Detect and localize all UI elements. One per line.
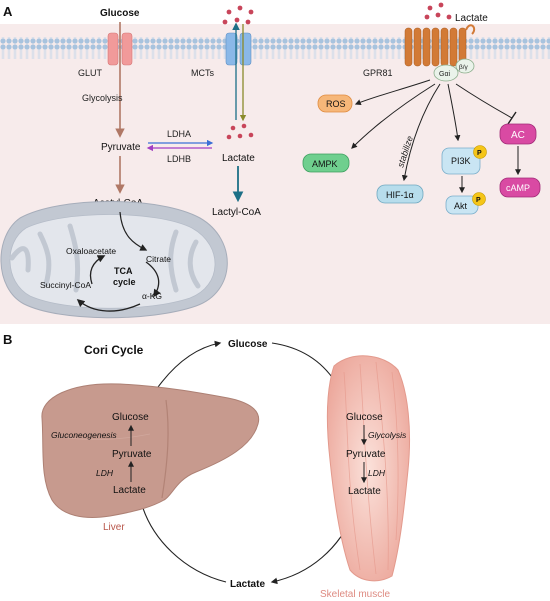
- lactate-molecules-intracellular: [226, 123, 254, 140]
- pi3k-phospho-label: P: [477, 150, 482, 157]
- muscle-glycolysis-label: Glycolysis: [368, 430, 407, 440]
- alpha-kg-label: α-KG: [142, 291, 162, 301]
- lactate-bottom-label: Lactate: [230, 579, 265, 590]
- tca-cycle-arrow-left: [89, 255, 106, 285]
- glut-transporter: [107, 32, 133, 66]
- muscle-lactate-label: Lactate: [348, 486, 381, 497]
- arrow-to-hif: [401, 83, 441, 182]
- acetyl-coa-to-citrate-arrow: [119, 211, 148, 251]
- ldhb-label: LDHB: [167, 154, 191, 164]
- mitochondrion: [0, 201, 228, 319]
- panel-b-letter: B: [3, 332, 12, 347]
- citrate-label: Citrate: [146, 254, 171, 264]
- muscle-ldh-label: LDH: [368, 468, 386, 478]
- ampk-label: AMPK: [312, 159, 338, 169]
- akt-phospho-badge: [472, 192, 486, 206]
- ac-box: [499, 123, 537, 145]
- cell-membrane: [0, 37, 550, 59]
- liver-pyruvate-label: Pyruvate: [112, 449, 152, 460]
- oxaloacetate-label: Oxaloacetate: [66, 246, 116, 256]
- arrow-to-ros: [354, 79, 431, 106]
- succinyl-coa-label: Succinyl-CoA: [40, 280, 91, 290]
- muscle-pyruvate-label: Pyruvate: [346, 449, 386, 460]
- ampk-box: [302, 153, 350, 173]
- camp-box: [499, 177, 541, 198]
- muscle-glucose-label: Glucose: [346, 412, 383, 423]
- lactate-molecules-extracellular-gpr81: [424, 2, 452, 20]
- camp-label: cAMP: [506, 183, 530, 193]
- gpr81-label: GPR81: [363, 68, 393, 78]
- ros-box: [317, 94, 353, 113]
- arrow-to-ampk: [351, 83, 436, 149]
- glut-label: GLUT: [78, 68, 103, 78]
- pyruvate-label: Pyruvate: [101, 142, 141, 153]
- panel-a-letter: A: [3, 4, 13, 19]
- lactyl-coa-label: Lactyl-CoA: [212, 207, 261, 218]
- inhibit-ac-bar: [507, 111, 517, 125]
- mcts-label: MCTs: [191, 68, 214, 78]
- hif-label: HIF-1α: [386, 190, 414, 200]
- lactate-extracellular-label: Lactate: [455, 13, 488, 24]
- g-alpha-i-label: Gαi: [439, 71, 450, 78]
- beta-gamma-label: β/γ: [459, 64, 469, 71]
- tca-cycle-label-line1: TCA: [114, 266, 133, 276]
- gpr81-receptor: [404, 24, 476, 67]
- pi3k-label: PI3K: [451, 156, 471, 166]
- liver-illustration: [41, 383, 260, 518]
- cycle-arrow-lactate-to-liver: [138, 496, 227, 583]
- gluconeogenesis-label: Gluconeogenesis: [51, 430, 117, 440]
- panel-a: A Glucose GLUT MCTs Glycolysis Pyruvate: [0, 2, 550, 324]
- ldha-label: LDHA: [167, 129, 191, 139]
- lactate-molecules-extracellular-mct: [222, 5, 254, 25]
- hif-box: [376, 184, 424, 204]
- liver-lactate-label: Lactate: [113, 485, 146, 496]
- glycolysis-label: Glycolysis: [82, 93, 123, 103]
- tca-cycle-arrow-right: [145, 261, 161, 298]
- tca-cycle-label-line2: cycle: [113, 277, 136, 287]
- pi3k-phospho-badge: [473, 145, 487, 159]
- arrow-to-pi3k: [447, 83, 461, 142]
- lactate-intracellular-label: Lactate: [222, 153, 255, 164]
- tca-cycle-arrow-bottom: [76, 298, 141, 312]
- ros-label: ROS: [326, 99, 346, 109]
- glucose-top-label: Glucose: [228, 339, 268, 350]
- liver-label: Liver: [103, 522, 125, 533]
- cori-cycle-title: Cori Cycle: [84, 343, 144, 357]
- ac-label: AC: [511, 130, 525, 141]
- skeletal-muscle-label: Skeletal muscle: [320, 589, 390, 600]
- beta-gamma-subunit: [455, 58, 475, 74]
- inhibit-ac-line: [455, 83, 513, 119]
- liver-ldh-label: LDH: [96, 468, 114, 478]
- akt-phospho-label: P: [476, 197, 481, 204]
- panel-b: B Cori Cycle Glucose Lactate Glucose Glu…: [3, 332, 411, 600]
- pi3k-box: [441, 147, 481, 175]
- glucose-extracellular-label: Glucose: [100, 8, 140, 19]
- tca-cycle: Oxaloacetate Citrate TCA cycle Succinyl-…: [40, 246, 171, 312]
- liver-glucose-label: Glucose: [112, 412, 149, 423]
- akt-label: Akt: [454, 201, 468, 211]
- skeletal-muscle-illustration: [326, 355, 411, 582]
- g-alpha-i-subunit: [433, 64, 459, 82]
